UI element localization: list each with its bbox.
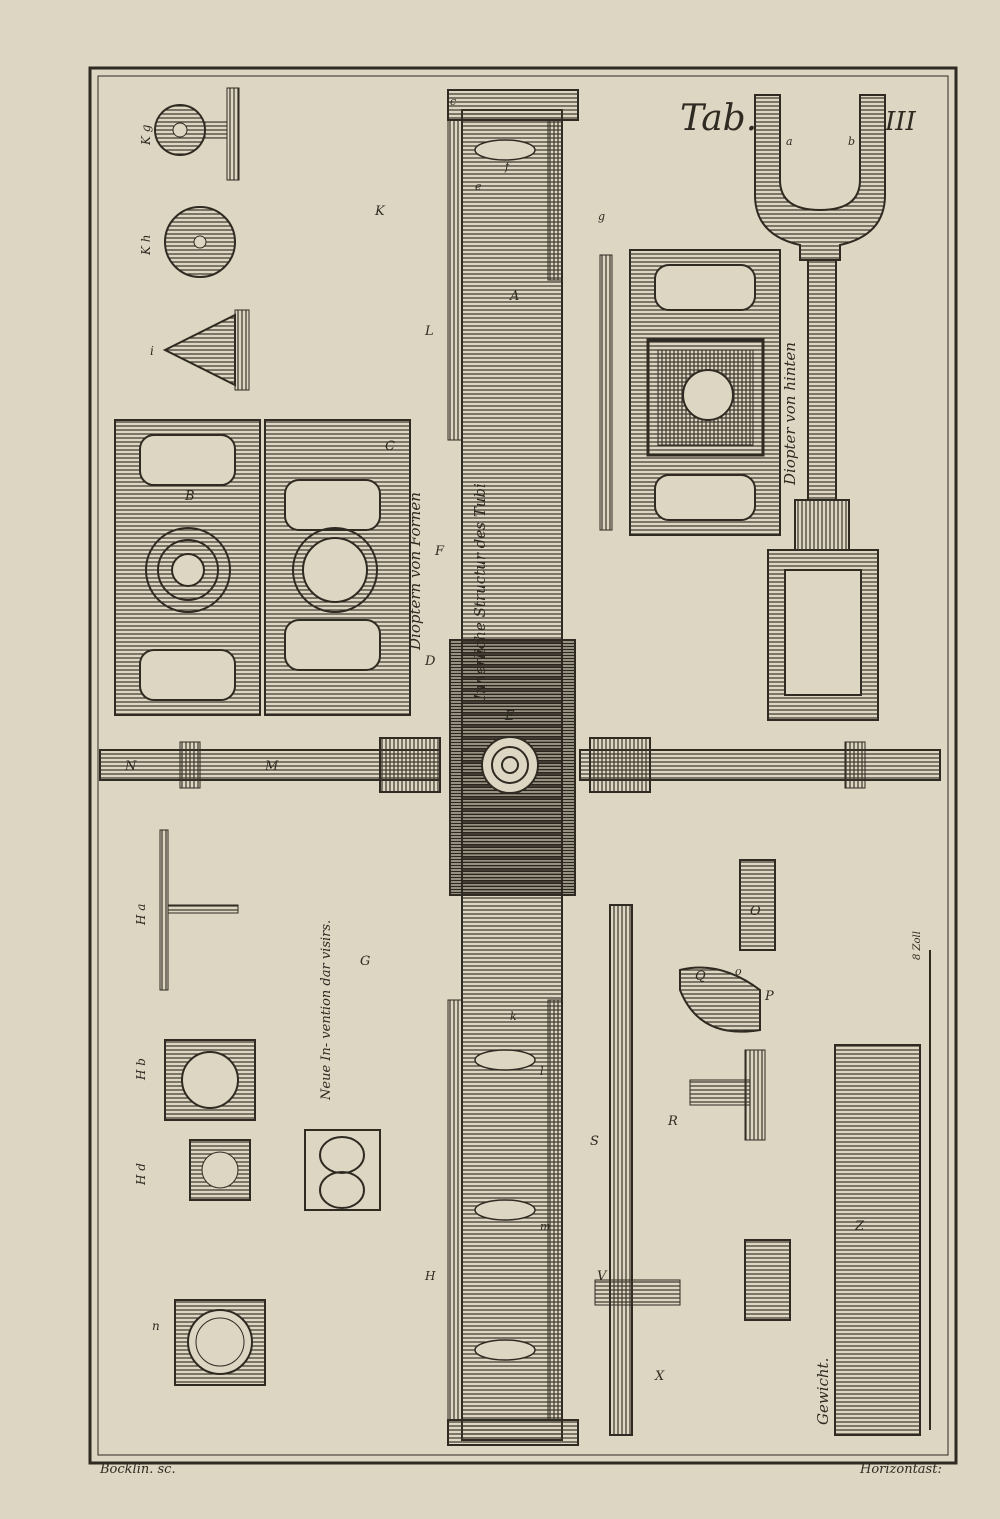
label-neue-invention: Neue In- vention dar visirs. [319, 920, 334, 1101]
letter-G: G [360, 954, 370, 969]
h-parts [159, 829, 381, 1386]
letter-i: i [150, 344, 154, 358]
letter-Hd: H d [134, 1163, 148, 1186]
axle-arms [99, 737, 941, 793]
letter-a: a [786, 135, 793, 148]
letter-Kh: K h [139, 234, 153, 256]
plate-caption: Horizontast: [860, 1462, 942, 1477]
plate-number: III [884, 107, 917, 137]
letter-Kg: K g [139, 124, 153, 146]
letter-D: D [424, 654, 436, 669]
letter-Hb: H b [134, 1058, 148, 1081]
plate-border-outer [88, 66, 958, 1465]
fork-holder [754, 94, 886, 721]
label-scale: 8 Zoll [912, 931, 923, 960]
diopter-rear [599, 249, 781, 536]
letter-O: O [750, 904, 761, 919]
right-lower-parts [594, 859, 931, 1436]
letter-Ha: H a [134, 904, 148, 926]
letter-R: R [667, 1114, 678, 1129]
small-parts-top-left [154, 87, 250, 391]
letter-g: g [598, 210, 605, 223]
letter-Q: Q [695, 969, 706, 984]
label-dioptern-von-fornen: Dioptern von Fornen [406, 492, 424, 651]
letter-e: e [475, 180, 482, 193]
letter-K: K [374, 204, 386, 219]
letter-b: b [848, 135, 855, 148]
plate-title: Tab. [680, 98, 757, 139]
letter-P: P [764, 989, 774, 1004]
letter-L: L [424, 324, 434, 339]
letter-S: S [590, 1134, 599, 1149]
axle-block [449, 639, 576, 896]
engraver-credit: Böcklin. sc. [100, 1462, 176, 1477]
letter-N: N [124, 759, 137, 774]
letter-Z: Z [854, 1219, 865, 1234]
plate-border-inner [97, 75, 949, 1456]
letter-A: A [509, 289, 519, 304]
letter-F: F [434, 544, 445, 559]
letter-m: m [540, 1220, 550, 1233]
letter-k: k [510, 1010, 517, 1023]
letter-f: f [504, 160, 511, 173]
label-gewicht: Gewicht. [814, 1358, 832, 1425]
letter-B: B [184, 489, 195, 504]
letter-n: n [152, 1319, 160, 1333]
letter-V: V [597, 1269, 608, 1284]
letter-M: M [264, 759, 279, 774]
letter-o: o [735, 965, 742, 978]
letter-X: X [654, 1369, 665, 1384]
letter-H: H [424, 1269, 436, 1283]
letter-C: C [385, 439, 395, 454]
label-innerliche-structur: Innerliche Structur des Tubi [471, 483, 489, 701]
plate-labels: Tab. III Dioptern von Fornen Diopter von… [124, 95, 923, 1425]
dioptern-front [114, 419, 411, 716]
letter-c: c [450, 95, 456, 108]
label-diopter-von-hinten: Diopter von hinten [781, 342, 799, 486]
letter-E: E [504, 709, 515, 724]
letter-l: l [540, 1065, 544, 1078]
